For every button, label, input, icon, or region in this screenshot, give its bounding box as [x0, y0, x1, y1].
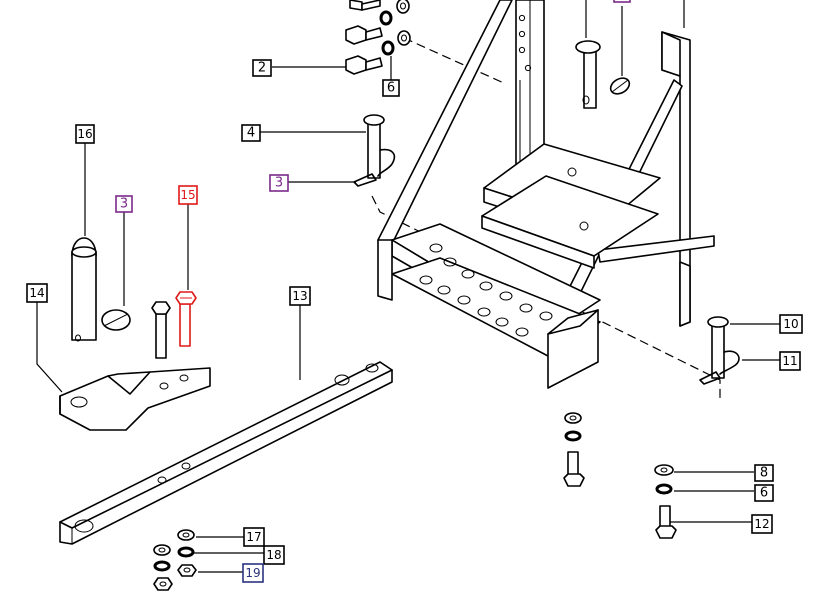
svg-text:10: 10 [783, 317, 798, 331]
callout-13: 13 [289, 286, 311, 306]
callout-17: 17 [243, 527, 265, 547]
top-washers [379, 0, 411, 56]
pin-4-with-clip [353, 114, 396, 187]
bolt-15-highlighted [175, 291, 197, 347]
callout-top-partial [613, 0, 631, 3]
svg-text:12: 12 [754, 517, 769, 531]
small-bolt-left [151, 301, 171, 359]
main-frame-bracket [377, 0, 715, 389]
callout-15: 15 [178, 185, 198, 205]
svg-text:17: 17 [246, 530, 261, 544]
svg-text:19: 19 [245, 566, 260, 580]
svg-text:18: 18 [266, 548, 281, 562]
callout-2: 2 [252, 59, 272, 77]
svg-text:15: 15 [180, 188, 195, 202]
callout-12: 12 [751, 514, 773, 534]
svg-text:16: 16 [77, 127, 92, 141]
svg-text:3: 3 [120, 197, 128, 212]
long-bar-13 [59, 361, 393, 545]
clip-3-left [101, 309, 131, 331]
svg-text:8: 8 [760, 466, 768, 481]
callout-19: 19 [242, 563, 264, 583]
svg-text:6: 6 [760, 486, 768, 501]
svg-text:2: 2 [258, 61, 266, 76]
bottom-hardware-left [153, 529, 197, 591]
pin-16-with-ring [71, 237, 97, 342]
callout-8: 8 [754, 464, 774, 482]
callout-10: 10 [779, 314, 803, 334]
leader-lines [36, 0, 780, 573]
svg-text:3: 3 [275, 176, 283, 191]
svg-text:11: 11 [782, 354, 797, 368]
callout-3-left: 3 [115, 195, 133, 213]
center-bolt-stack [563, 412, 585, 487]
top-pin-and-clip [575, 40, 631, 109]
callout-16: 16 [75, 124, 95, 144]
svg-text:13: 13 [292, 289, 307, 303]
callout-3-middle: 3 [269, 174, 289, 192]
callout-14: 14 [26, 283, 48, 303]
hitch-bracket-14 [59, 367, 211, 431]
top-bolts [345, 0, 383, 75]
callout-18: 18 [263, 545, 285, 565]
right-bolt-stack [654, 464, 677, 539]
callout-4: 4 [241, 124, 261, 142]
callout-11: 11 [779, 351, 801, 371]
pin-10-with-clip-11 [699, 316, 740, 385]
frame-holes [419, 243, 553, 337]
svg-text:4: 4 [247, 126, 255, 141]
svg-text:14: 14 [29, 286, 44, 300]
callout-6-top: 6 [382, 79, 400, 97]
assembly-dashed-lines [371, 37, 721, 400]
callout-6-right: 6 [754, 484, 774, 502]
svg-text:6: 6 [387, 81, 395, 96]
